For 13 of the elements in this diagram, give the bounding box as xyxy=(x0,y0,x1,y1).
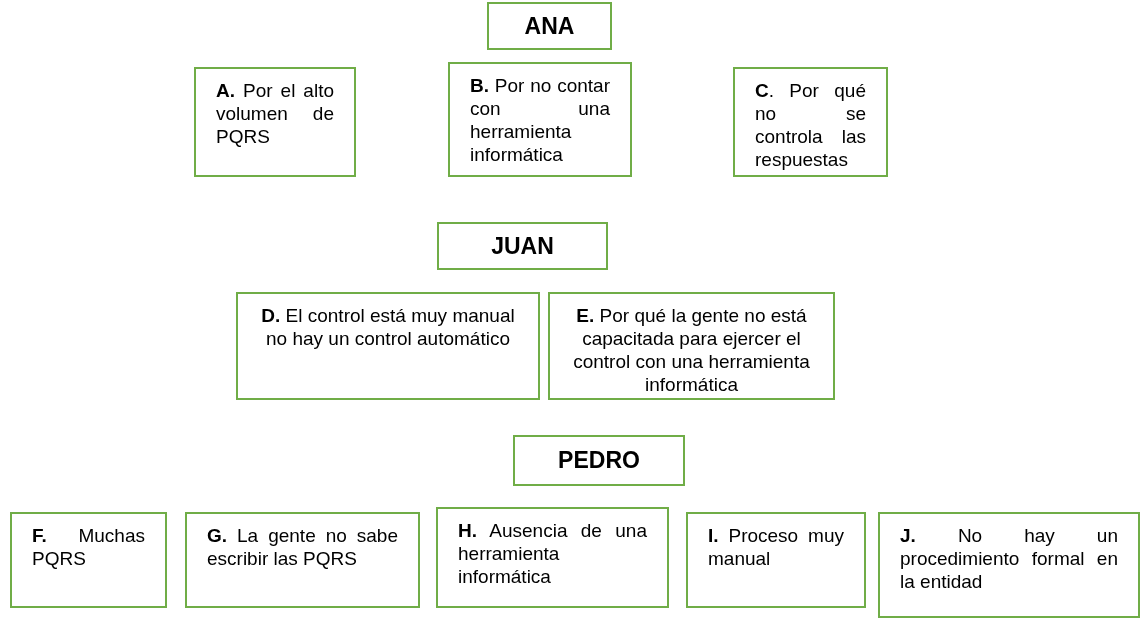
cause-box: G. La gente no sabe escribir las PQRS xyxy=(185,512,420,608)
heading-box: JUAN xyxy=(437,222,608,270)
cause-box: B. Por no contar con una herramienta informática xyxy=(448,62,632,177)
heading-box: ANA xyxy=(487,2,612,50)
cause-box: D. El control está muy manual no hay un control automático xyxy=(236,292,540,400)
heading-box: PEDRO xyxy=(513,435,685,486)
cause-box: I. Proceso muy manual xyxy=(686,512,866,608)
cause-box: A. Por el alto volumen de PQRS xyxy=(194,67,356,177)
cause-box: H. Ausencia de una herramienta informática xyxy=(436,507,669,608)
cause-box: E. Por qué la gente no está capacitada para ejercer el control con una herramienta informática xyxy=(548,292,835,400)
cause-box: F. Muchas PQRS xyxy=(10,512,167,608)
cause-box: C. Por qué no se controla las respuestas xyxy=(733,67,888,177)
cause-box: J. No hay un procedimiento formal en la entidad xyxy=(878,512,1140,618)
